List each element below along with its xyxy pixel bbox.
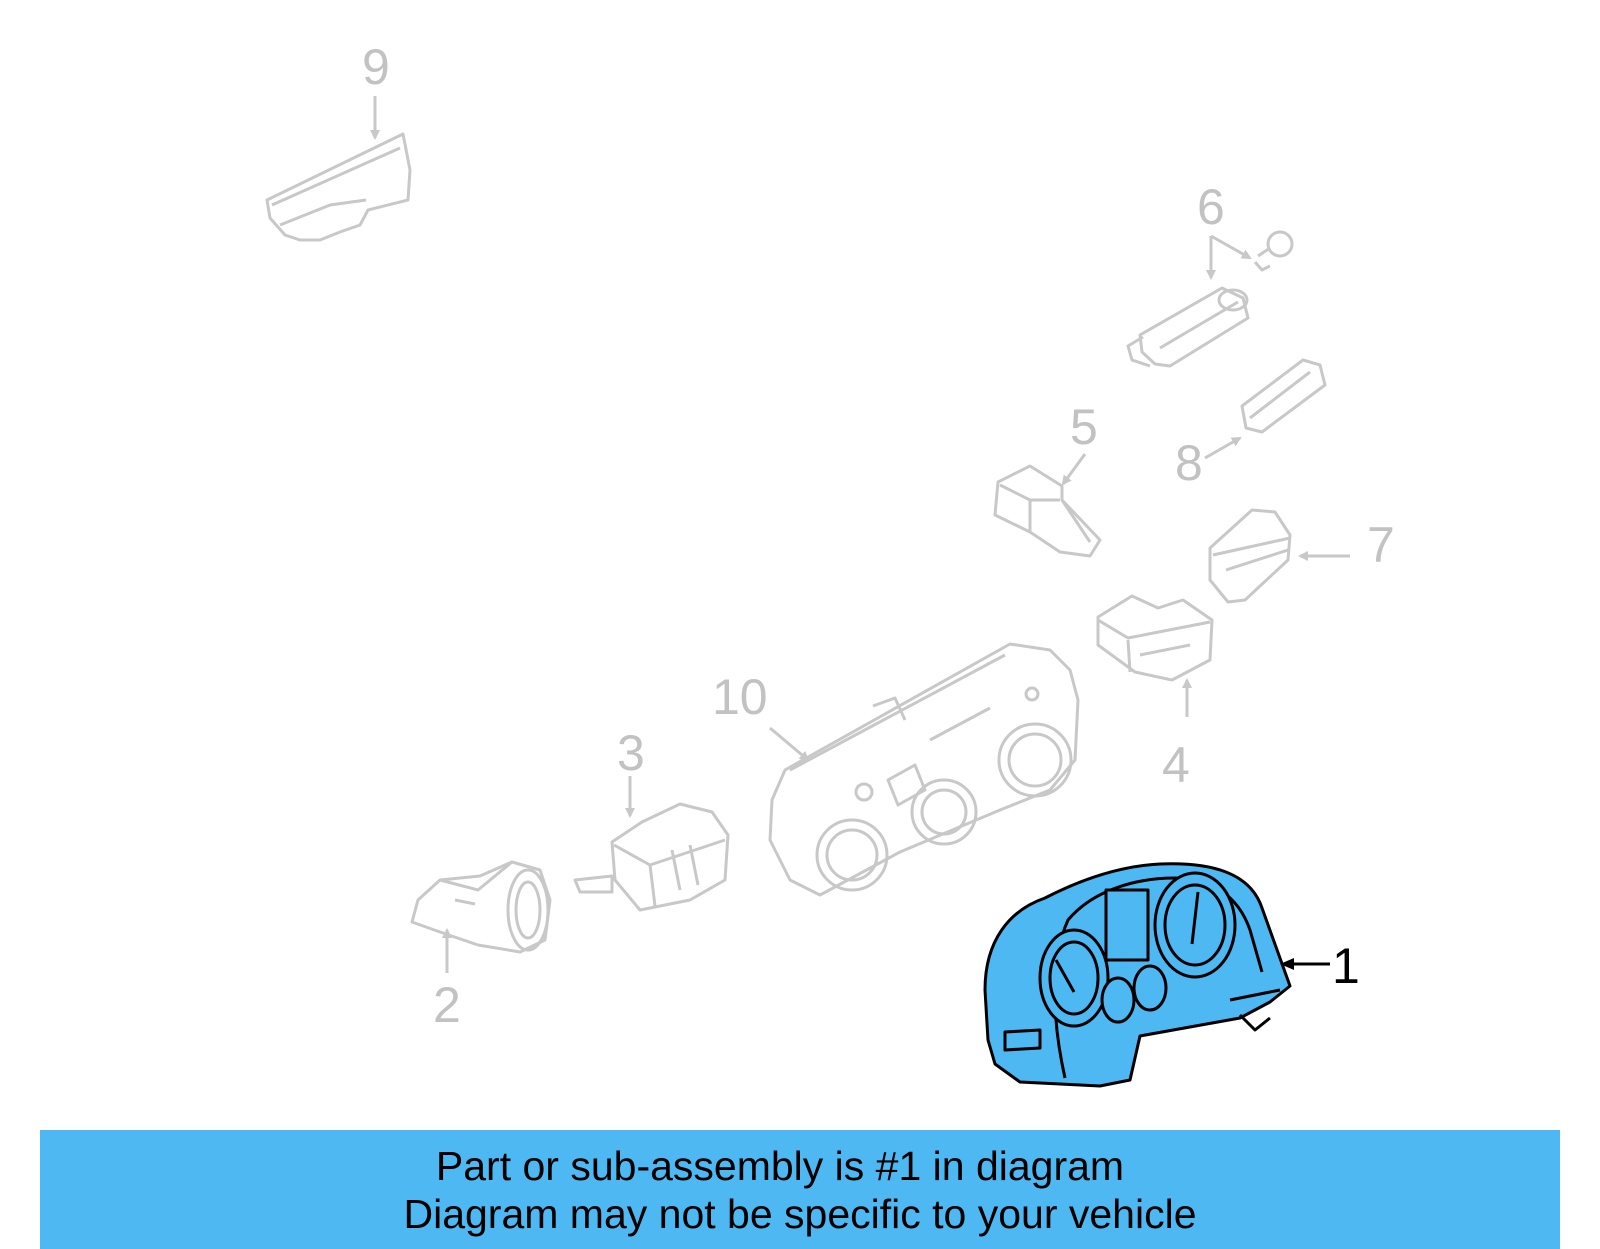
- part-3-switch-block: [573, 802, 730, 912]
- callout-7: 7: [1367, 517, 1395, 573]
- callout-1: 1: [1332, 938, 1360, 994]
- callout-9: 9: [362, 39, 390, 95]
- leader-8: [1204, 436, 1242, 460]
- callout-2: 2: [433, 977, 461, 1033]
- parts-diagram: 9 6 5 8 7 10 3 4 1 2: [265, 39, 1395, 1088]
- leader-5: [1061, 453, 1087, 486]
- part-4-switch: [1096, 594, 1214, 682]
- callout-8: 8: [1175, 435, 1203, 491]
- part-2-headlamp-switch: [410, 860, 552, 954]
- leader-10: [769, 726, 810, 762]
- callout-3: 3: [617, 725, 645, 781]
- part-6-bulb-socket: [1126, 230, 1294, 368]
- banner-line-part-number: Part or sub-assembly is #1 in diagram: [435, 1142, 1125, 1189]
- part-1-instrument-cluster: [983, 862, 1292, 1088]
- diagram-canvas: [265, 96, 1350, 1088]
- part-5-switch: [993, 464, 1102, 558]
- part-8-bulb: [1240, 358, 1327, 434]
- leader-lines: [370, 96, 1350, 973]
- part-10-climate-control-panel: [768, 642, 1080, 897]
- leader-6b: [1210, 234, 1252, 260]
- info-banner: Part or sub-assembly is #1 in diagram Di…: [40, 1130, 1560, 1249]
- banner-line-disclaimer: Diagram may not be specific to your vehi…: [403, 1190, 1197, 1237]
- callout-4: 4: [1162, 737, 1190, 793]
- part-7-switch: [1208, 508, 1292, 604]
- part-9-trim-panel: [265, 132, 412, 242]
- callout-6: 6: [1197, 179, 1225, 235]
- callout-5: 5: [1070, 399, 1098, 455]
- callout-10: 10: [712, 669, 768, 725]
